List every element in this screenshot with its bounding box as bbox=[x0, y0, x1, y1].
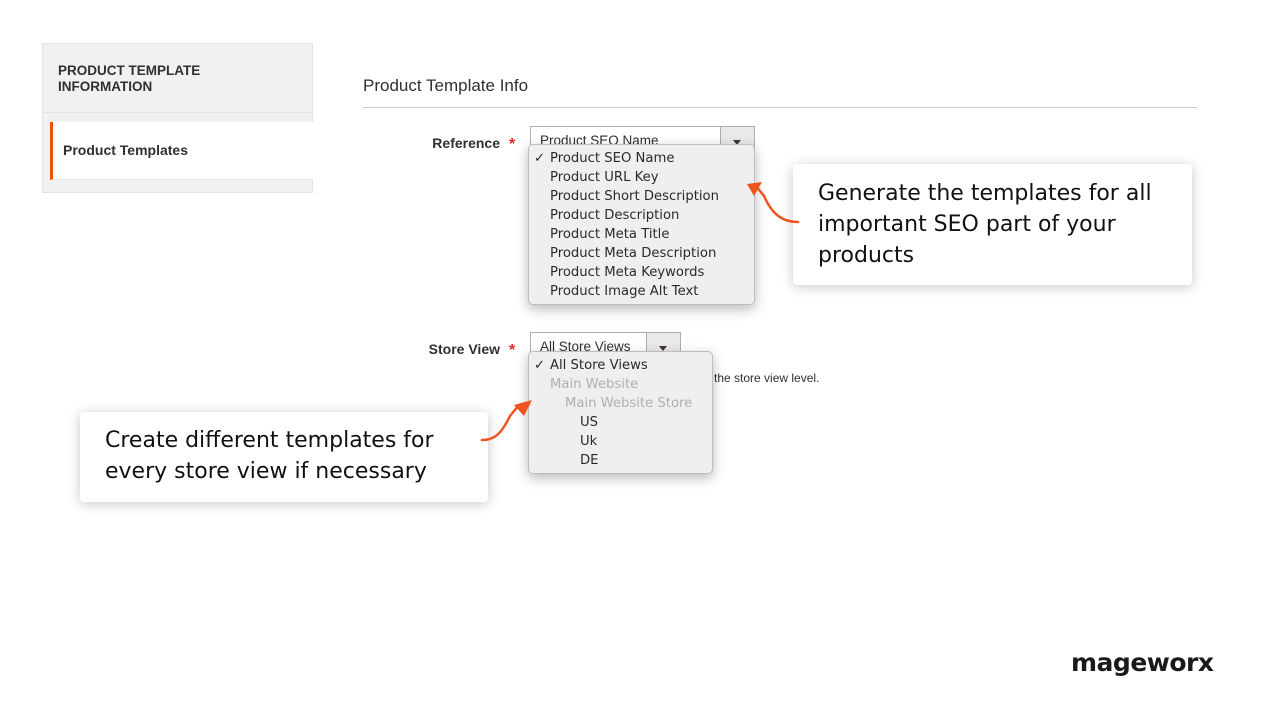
checkmark-icon: ✓ bbox=[534, 151, 546, 166]
menu-item-product-image-alt-text[interactable]: Product Image Alt Text bbox=[550, 284, 699, 299]
callout-seo-templates: Generate the templates for all important… bbox=[793, 164, 1192, 285]
store-view-dropdown-menu: ✓All Store Views Main Website Main Websi… bbox=[528, 351, 713, 474]
section-divider bbox=[363, 107, 1197, 108]
sidebar-item-label: Product Templates bbox=[63, 142, 188, 158]
checkmark-icon: ✓ bbox=[534, 358, 546, 373]
menu-item-product-meta-keywords[interactable]: Product Meta Keywords bbox=[550, 265, 705, 280]
sidebar-divider bbox=[43, 112, 312, 123]
sidebar: PRODUCT TEMPLATE INFORMATION Product Tem… bbox=[42, 43, 313, 193]
callout-seo-text: Generate the templates for all important… bbox=[818, 181, 1152, 268]
menu-item-main-website: Main Website bbox=[550, 377, 639, 392]
menu-item-us[interactable]: US bbox=[580, 415, 599, 430]
menu-item-uk[interactable]: Uk bbox=[580, 434, 598, 449]
menu-item-product-seo-name[interactable]: ✓Product SEO Name bbox=[534, 151, 675, 166]
sidebar-title: PRODUCT TEMPLATE INFORMATION bbox=[58, 63, 201, 94]
callout-store-view-templates: Create different templates for every sto… bbox=[80, 412, 488, 502]
store-view-note: the store view level. bbox=[714, 371, 820, 385]
mageworx-logo: mageworx bbox=[1071, 648, 1214, 677]
store-view-label: Store View bbox=[428, 341, 500, 357]
arrow-icon bbox=[480, 400, 532, 442]
menu-item-product-meta-title[interactable]: Product Meta Title bbox=[550, 227, 670, 242]
menu-item-all-store-views[interactable]: ✓All Store Views bbox=[534, 358, 648, 373]
required-asterisk: * bbox=[509, 136, 516, 153]
reference-label: Reference bbox=[432, 135, 500, 151]
menu-item-de[interactable]: DE bbox=[580, 453, 599, 468]
store-view-selected-value: All Store Views bbox=[540, 339, 631, 354]
callout-store-text: Create different templates for every sto… bbox=[105, 428, 434, 484]
menu-item-main-website-store: Main Website Store bbox=[565, 396, 693, 411]
menu-item-product-short-description[interactable]: Product Short Description bbox=[550, 189, 719, 204]
sidebar-item-product-templates[interactable]: Product Templates bbox=[50, 122, 313, 180]
required-asterisk: * bbox=[509, 342, 516, 359]
reference-dropdown-menu: ✓Product SEO Name Product URL Key Produc… bbox=[528, 144, 755, 305]
menu-item-product-meta-description[interactable]: Product Meta Description bbox=[550, 246, 717, 261]
menu-item-product-url-key[interactable]: Product URL Key bbox=[550, 170, 659, 185]
arrow-icon bbox=[747, 182, 800, 224]
section-title: Product Template Info bbox=[363, 76, 529, 95]
menu-item-product-description[interactable]: Product Description bbox=[550, 208, 680, 223]
